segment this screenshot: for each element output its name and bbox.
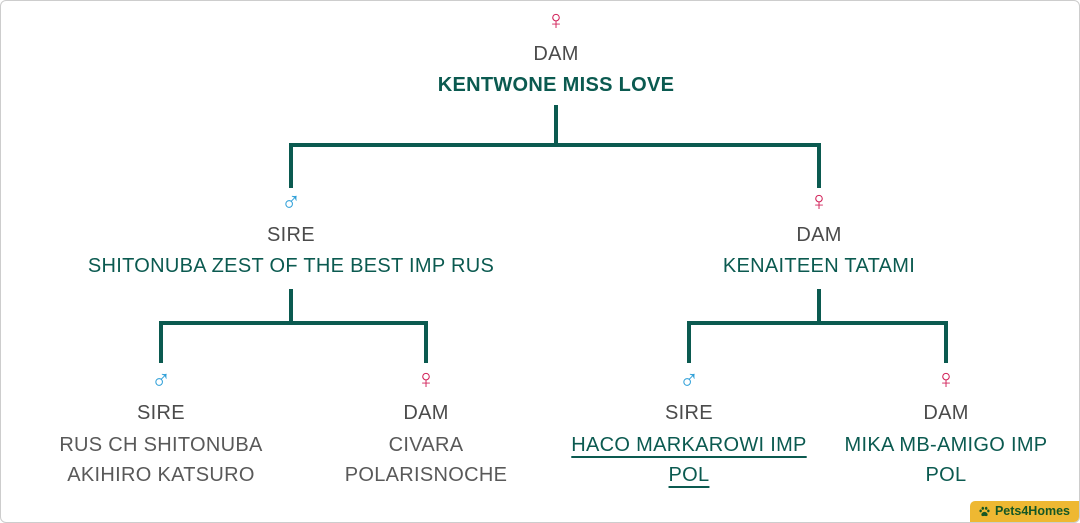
dog-name-link[interactable]: HACO MARKAROWI IMP	[571, 434, 807, 456]
dog-name: KENAITEEN TATAMI	[722, 255, 916, 277]
relation-label: DAM	[403, 402, 449, 424]
female-icon: ♀	[935, 364, 957, 394]
connector-line	[817, 143, 821, 188]
dog-name-line: RUS CH SHITONUBA	[59, 434, 263, 456]
dog-name-link[interactable]: POL	[668, 464, 710, 486]
male-icon: ♂	[150, 364, 172, 394]
paw-icon	[978, 505, 991, 518]
pedigree-node-granddam-2: ♀ DAM MIKA MB-AMIGO IMP POL	[816, 365, 1076, 490]
dog-name-line: MIKA MB-AMIGO IMP	[844, 434, 1048, 456]
connector-line	[817, 289, 821, 325]
pets4homes-watermark: Pets4Homes	[969, 501, 1079, 522]
relation-label: DAM	[796, 224, 842, 246]
relation-label: SIRE	[665, 402, 713, 424]
female-icon: ♀	[545, 5, 567, 35]
dog-name: HACO MARKAROWI IMP POL	[554, 430, 824, 490]
male-icon: ♂	[280, 186, 302, 216]
pedigree-node-grandsire-2: ♂ SIRE HACO MARKAROWI IMP POL	[554, 365, 824, 490]
relation-label: DAM	[533, 43, 579, 65]
connector-line	[424, 321, 428, 363]
male-icon: ♂	[678, 364, 700, 394]
pedigree-node-dam-2: ♀ DAM KENAITEEN TATAMI	[619, 187, 1019, 277]
pets4homes-brand-text: Pets4Homes	[994, 504, 1070, 518]
dog-name: SHITONUBA ZEST OF THE BEST IMP RUS	[87, 255, 495, 277]
pedigree-node-dam: ♀ DAM KENTWONE MISS LOVE	[296, 6, 816, 96]
pedigree-node-granddam-1: ♀ DAM CIVARA POLARISNOCHE	[291, 365, 561, 490]
female-icon: ♀	[808, 186, 830, 216]
connector-line	[159, 321, 163, 363]
dog-name: RUS CH SHITONUBA AKIHIRO KATSURO	[26, 430, 296, 490]
connector-line	[554, 105, 558, 145]
pedigree-node-grandsire-1: ♂ SIRE RUS CH SHITONUBA AKIHIRO KATSURO	[26, 365, 296, 490]
relation-label: DAM	[923, 402, 969, 424]
connector-line	[289, 289, 293, 325]
female-icon: ♀	[415, 364, 437, 394]
dog-name: CIVARA POLARISNOCHE	[291, 430, 561, 490]
connector-line	[289, 143, 293, 188]
dog-name-line: POLARISNOCHE	[344, 464, 508, 486]
connector-line	[289, 143, 821, 147]
connector-line	[687, 321, 948, 325]
connector-line	[944, 321, 948, 363]
pedigree-node-sire: ♂ SIRE SHITONUBA ZEST OF THE BEST IMP RU…	[51, 187, 531, 277]
dog-name: KENTWONE MISS LOVE	[437, 74, 675, 96]
connector-line	[687, 321, 691, 363]
relation-label: SIRE	[137, 402, 185, 424]
dog-name-line: AKIHIRO KATSURO	[67, 464, 255, 486]
relation-label: SIRE	[267, 224, 315, 246]
dog-name-line: CIVARA	[388, 434, 464, 456]
dog-name-line: POL	[925, 464, 967, 486]
dog-name: MIKA MB-AMIGO IMP POL	[816, 430, 1076, 490]
connector-line	[159, 321, 428, 325]
